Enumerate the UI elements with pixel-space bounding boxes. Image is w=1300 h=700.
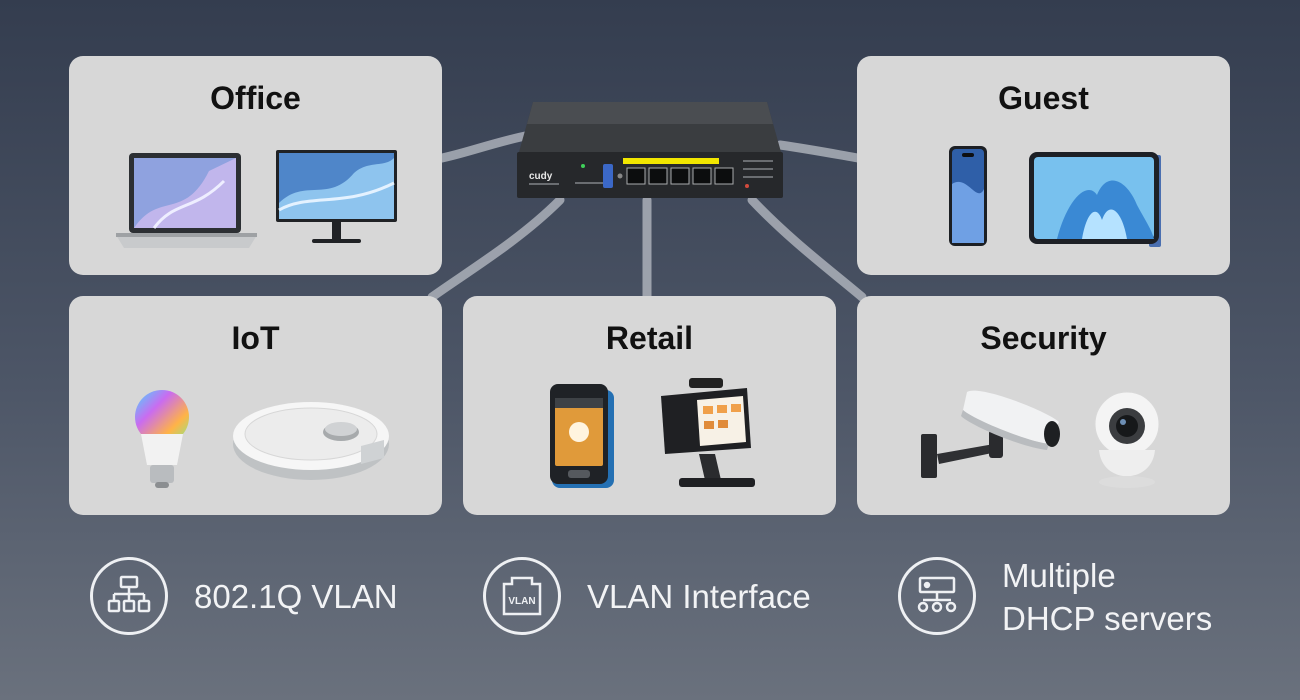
vlan-port-icon: VLAN [483,557,561,635]
feature-dhcp-label-line1: Multiple [1002,557,1116,594]
iot-title: IoT [231,320,280,356]
feature-vlan-label: 802.1Q VLAN [194,578,398,615]
retail-title: Retail [605,320,694,356]
svg-text:VLAN: VLAN [508,596,535,607]
retail-card: Retail [463,296,836,515]
smartphone-icon [949,146,987,246]
office-title: Office [210,80,301,116]
guest-card: Guest [857,56,1230,275]
office-card: Office [69,56,442,275]
security-title: Security [980,320,1107,356]
laptop-icon [116,153,257,248]
security-card: Security [857,296,1230,515]
dome-camera-icon [1094,391,1160,488]
dhcp-server-icon [898,557,976,635]
robot-vacuum-icon [233,402,389,480]
smart-bulb-icon [135,390,189,488]
iot-card: IoT [69,296,442,515]
pos-kiosk-icon [661,378,755,487]
pos-terminal-icon [550,384,614,488]
bullet-camera-icon [921,390,1060,478]
network-hierarchy-icon [90,557,168,635]
guest-title: Guest [998,80,1089,116]
monitor-icon [276,150,397,243]
router-brand-label: cudy [529,171,553,182]
feature-dhcp-label-line2: DHCP servers [1002,600,1213,637]
feature-dhcp-label: Multiple DHCP servers [1002,554,1212,640]
router-device: cudy [517,102,783,198]
tablet-icon [1029,152,1161,247]
feature-vlan-interface-label: VLAN Interface [587,578,811,615]
